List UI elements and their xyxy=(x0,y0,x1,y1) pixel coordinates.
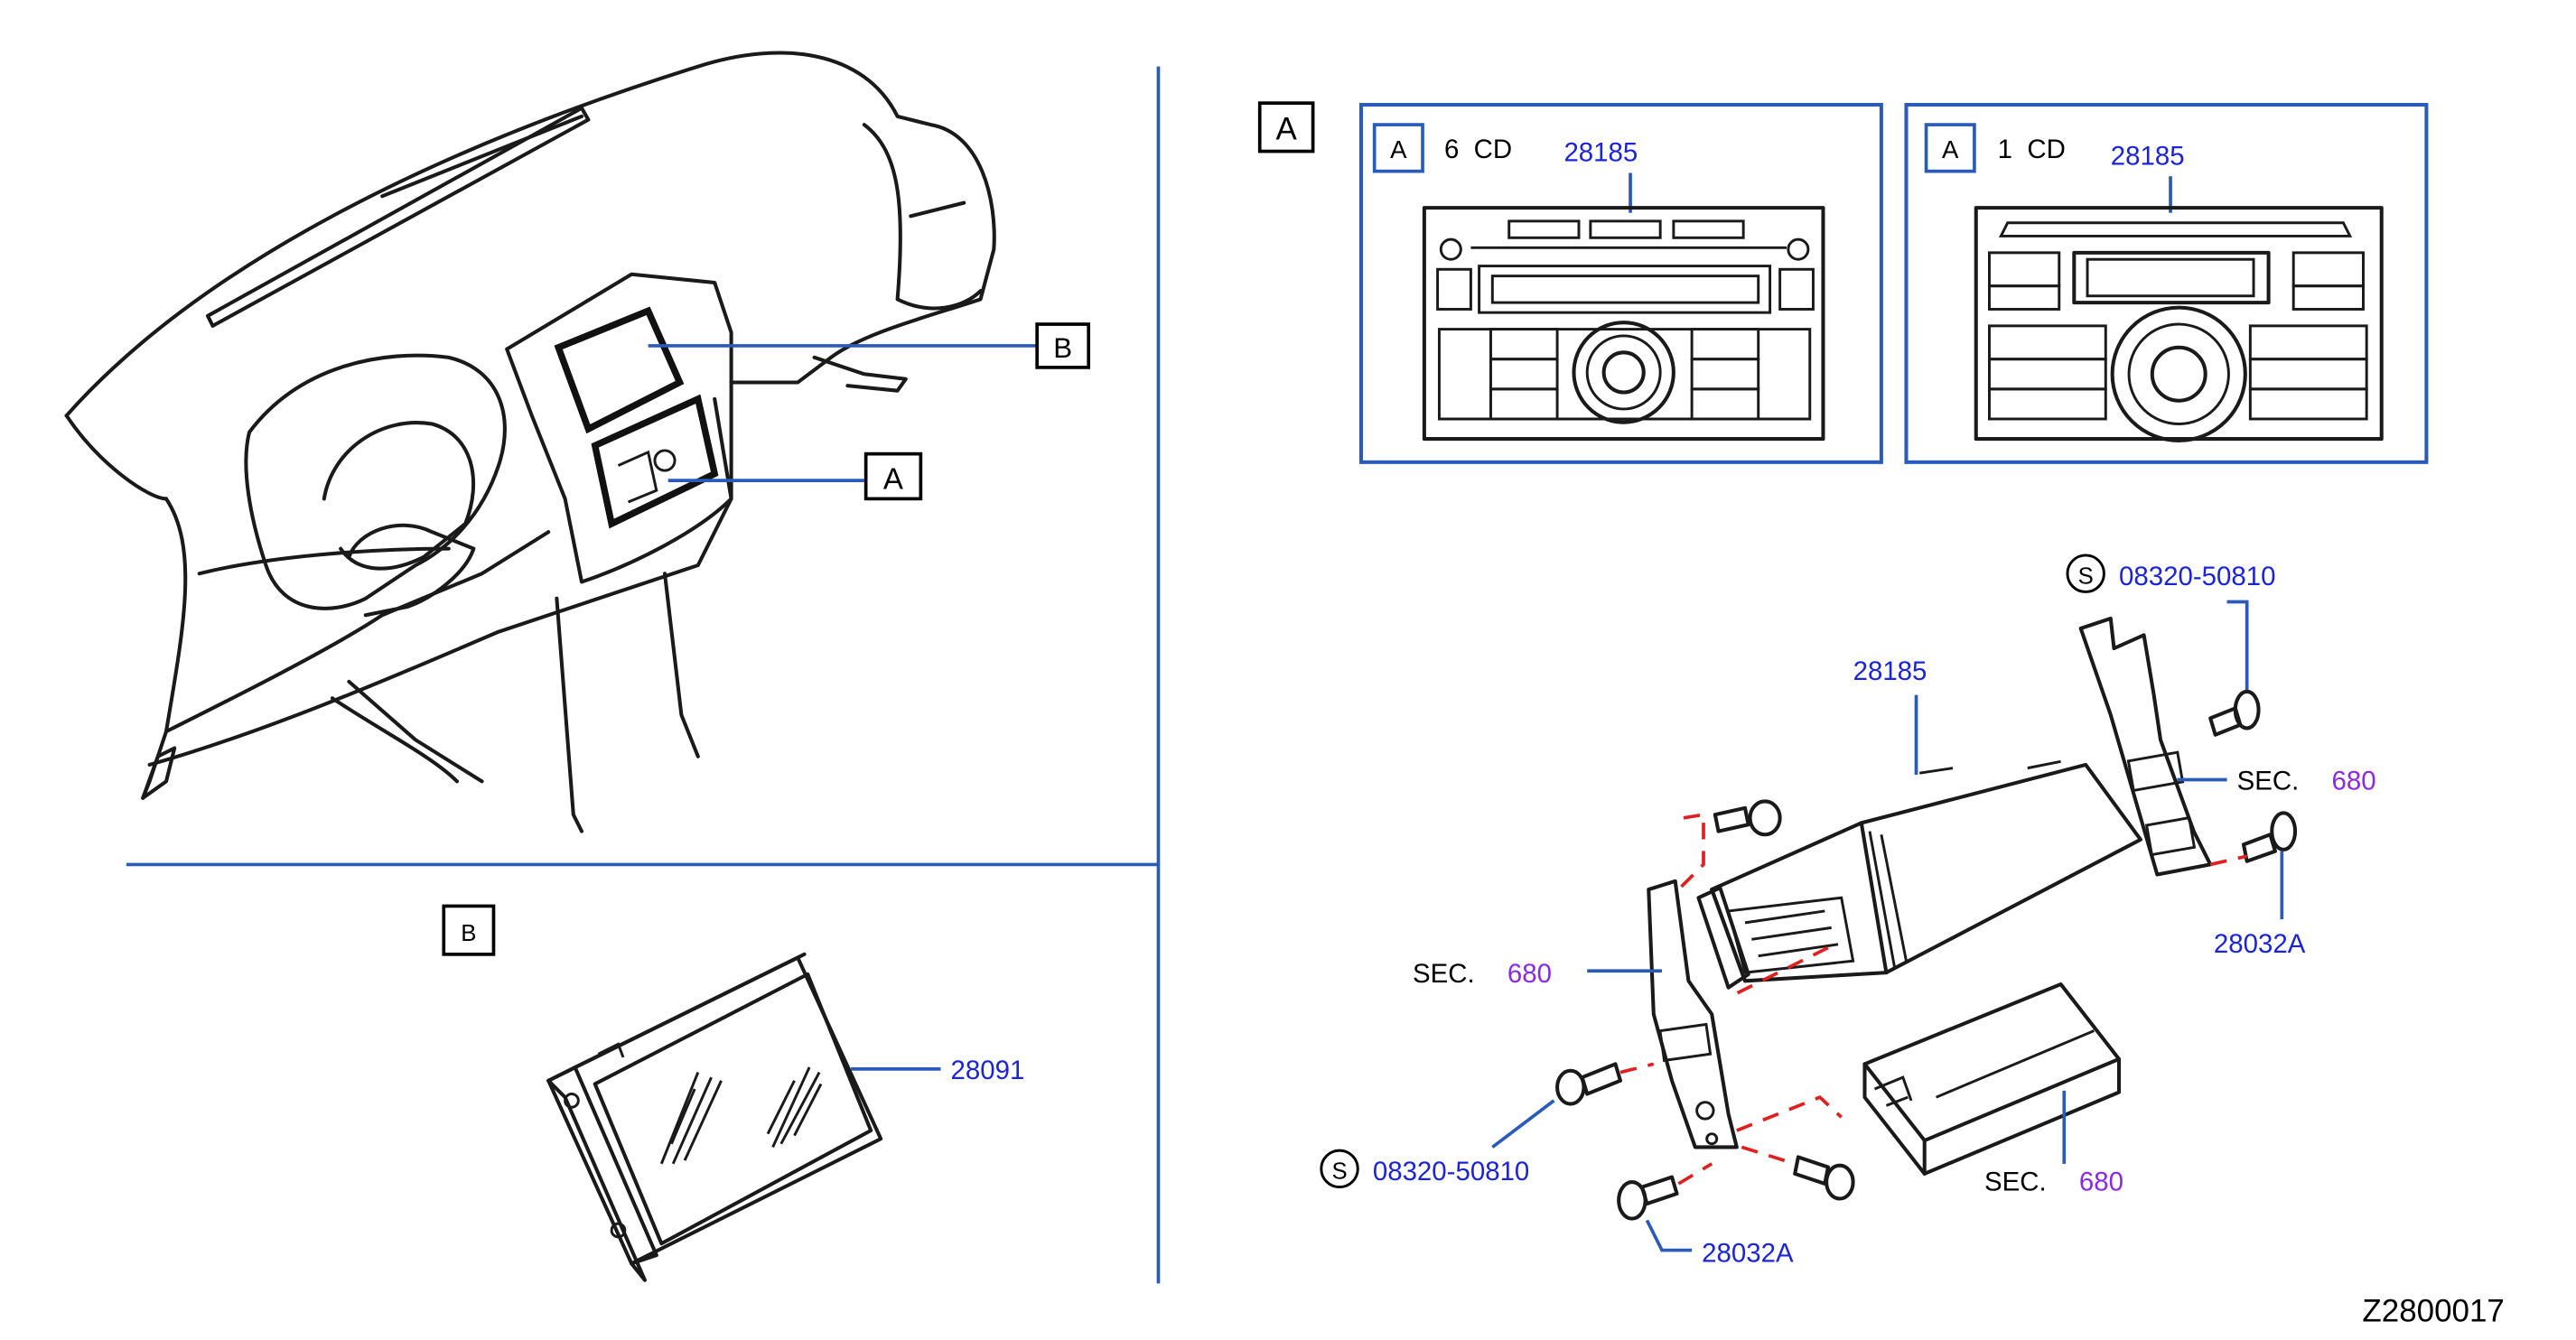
screw-right-top xyxy=(2208,689,2261,737)
panel-1cd-part: 28185 xyxy=(2111,141,2185,171)
unit-part: 28185 xyxy=(1853,656,1927,686)
screw-left-top xyxy=(1713,799,1782,837)
screw-bottom-part: 08320-50810 xyxy=(1373,1157,1529,1186)
radio-6cd-faceplate xyxy=(1422,206,1825,442)
screw-top-symbol-circle xyxy=(2066,554,2105,593)
callout-b-box xyxy=(1035,322,1091,369)
screw-left-bottom xyxy=(1555,1062,1623,1106)
callout-a-box xyxy=(863,451,923,501)
dash-unit-center xyxy=(1727,945,1829,1000)
panel-6cd-title: 6 CD xyxy=(1444,135,1512,164)
panel-6cd xyxy=(1358,102,1883,464)
dash-screen-outline xyxy=(554,306,685,434)
panel-6cd-part: 28185 xyxy=(1563,138,1638,168)
panel-1cd-tag: A xyxy=(1942,135,1959,163)
bolt-bottom-part: 28032A xyxy=(1702,1238,1794,1268)
head-unit xyxy=(1696,759,2142,990)
dash-middle xyxy=(1741,1145,1796,1166)
callout-a: A xyxy=(883,462,904,496)
dash-bottom xyxy=(1677,1162,1713,1186)
panel-6cd-tag-box xyxy=(1372,123,1424,173)
screw-bottom-leader xyxy=(1491,1099,1555,1149)
left-bracket xyxy=(1647,879,1739,1149)
dash-right xyxy=(2209,854,2248,867)
right-bracket xyxy=(2078,616,2213,877)
bolt-right xyxy=(2241,811,2298,863)
screw-top-symbol: S xyxy=(2078,563,2094,589)
sec-left-label: SEC. xyxy=(1413,959,1475,989)
bolt-bottom-leader xyxy=(1645,1219,1693,1252)
section-b-tag-box xyxy=(442,904,496,956)
display-unit-illustration xyxy=(546,952,883,1282)
sec-right-label: SEC. xyxy=(2237,767,2300,796)
panel-1cd xyxy=(1904,102,2429,464)
screw-top-part: 08320-50810 xyxy=(2119,562,2275,591)
sec-bottom-number: 680 xyxy=(2079,1167,2123,1196)
radio-1cd-faceplate xyxy=(1974,206,2384,442)
callout-b: B xyxy=(1053,332,1072,364)
screw-bottom-symbol: S xyxy=(1331,1159,1347,1184)
section-a-tag-box xyxy=(1257,101,1315,154)
sec-left-number: 680 xyxy=(1507,959,1552,989)
screw-top-leader xyxy=(2226,600,2249,692)
section-a-tag: A xyxy=(1275,112,1297,147)
panel-1cd-title: 1 CD xyxy=(1998,135,2066,164)
bolt-right-part: 28032A xyxy=(2214,929,2306,959)
dash-pocket xyxy=(1736,1095,1843,1132)
dashboard-illustration xyxy=(64,51,996,833)
storage-pocket xyxy=(1862,982,2122,1176)
dash-left xyxy=(1619,1062,1655,1075)
sec-right-number: 680 xyxy=(2332,767,2376,796)
section-b-tag: B xyxy=(461,921,476,946)
sec-bottom-label: SEC. xyxy=(1984,1167,2047,1196)
screw-middle xyxy=(1793,1155,1855,1201)
dash-radio-outline xyxy=(591,394,719,529)
panel-6cd-tag: A xyxy=(1390,135,1407,163)
drawing-id: Z2800017 xyxy=(2362,1294,2504,1329)
panel-1cd-tag-box xyxy=(1924,123,1976,173)
bolt-bottom xyxy=(1617,1175,1679,1221)
screw-bottom-symbol-circle xyxy=(1320,1149,1359,1189)
part-28091: 28091 xyxy=(950,1056,1024,1085)
dash-unit-top xyxy=(1677,813,1705,891)
